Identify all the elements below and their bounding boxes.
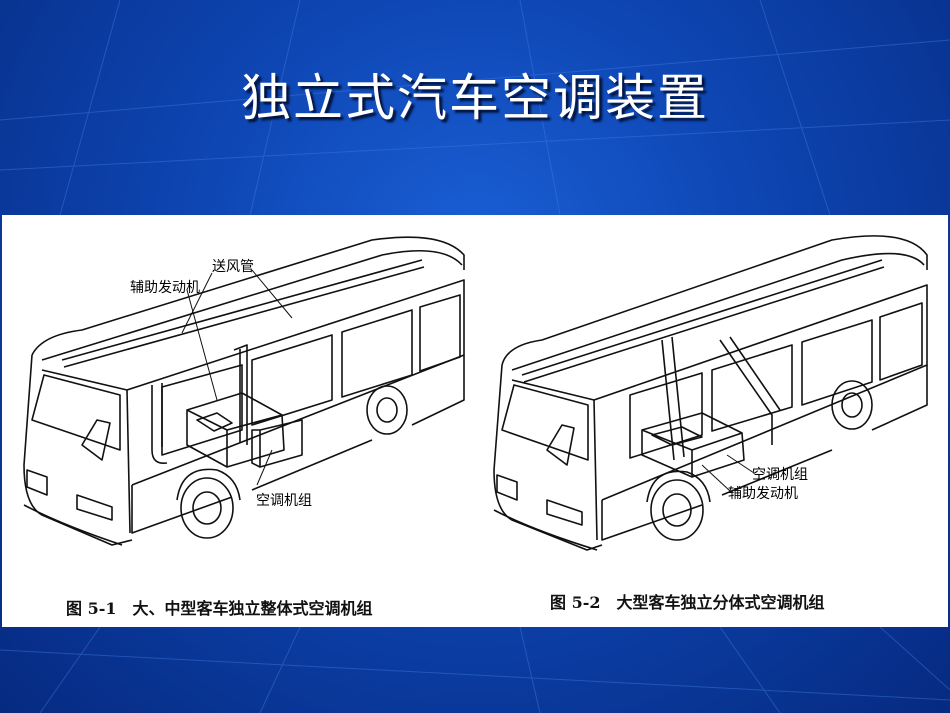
fig1-label-aux-engine: 辅助发动机 <box>130 280 200 296</box>
fig2-caption: 图 5-2 大型客车独立分体式空调机组 <box>550 593 825 612</box>
slide-title: 独立式汽车空调装置 <box>241 69 709 127</box>
fig1-label-duct: 送风管 <box>212 259 254 275</box>
fig1-caption: 图 5-1 大、中型客车独立整体式空调机组 <box>66 599 373 618</box>
fig2-label-aux-engine: 辅助发动机 <box>728 486 798 502</box>
fig2-label-ac-unit: 空调机组 <box>752 467 808 483</box>
fig1-label-ac-unit: 空调机组 <box>256 493 312 509</box>
bus-1-drawing <box>23 236 465 546</box>
figure-panel: 送风管 辅助发动机 空调机组 图 5-1 大、中型客车独立整体式空调机组 空调机… <box>2 215 948 627</box>
bus-illustrations <box>23 235 928 551</box>
bus-2-drawing <box>493 235 928 551</box>
